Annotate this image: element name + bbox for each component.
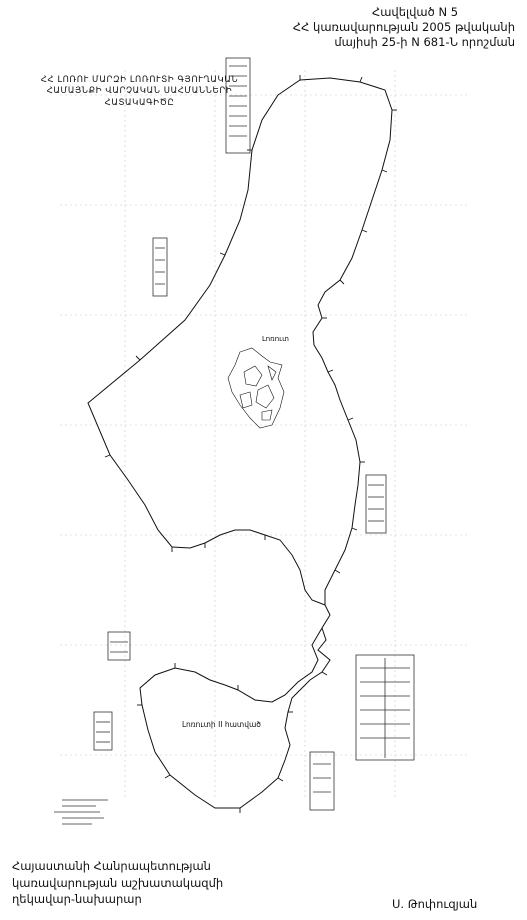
community-boundary-south (139, 604, 331, 809)
settlement-label-second: Լոռուտի II հատված (182, 720, 261, 729)
boundary-ticks (104, 75, 397, 813)
map-title-line1: ՀՀ ԼՈՌՈՒ ՄԱՐԶԻ ԼՈՌՈՒՏԻ ԳՅՈՒՂԱԿԱՆ (40, 75, 239, 85)
decree-reference-line2: մայիսի 25-ի N 681-Ն որոշման (334, 35, 515, 49)
coordinate-tables (93, 57, 415, 811)
minister-line3: ղեկավար-նախարար (12, 892, 142, 907)
signatory-name: Ս. Թոփուզյան (392, 897, 478, 911)
appendix-number: Հավելված N 5 (372, 5, 459, 19)
settlement-plots (227, 347, 285, 429)
map-title: ՀՀ ԼՈՌՈՒ ՄԱՐԶԻ ԼՈՌՈՒՏԻ ԳՅՈՒՂԱԿԱՆ ՀԱՄԱՅՆՔ… (12, 75, 267, 109)
map-grid (60, 70, 470, 800)
map-title-line3: ՀԱՏԱԿԱԳԻԾԸ (104, 97, 175, 108)
map-legend (54, 799, 108, 825)
community-boundary-north (87, 77, 393, 606)
minister-title: Հայաստանի Հանրապետության կառավարության ա… (12, 858, 272, 908)
settlement-label-main: Լոռուտ (262, 335, 290, 343)
minister-line1: Հայաստանի Հանրապետության (12, 859, 211, 873)
minister-line2: կառավարության աշխատակազմի (12, 875, 224, 890)
map-title-line2: ՀԱՄԱՅՆՔԻ ՎԱՐՉԱԿԱՆ ՍԱՀՄԱՆՆԵՐԻ (46, 86, 233, 97)
decree-reference-line1: ՀՀ կառավարության 2005 թվականի (292, 20, 515, 34)
